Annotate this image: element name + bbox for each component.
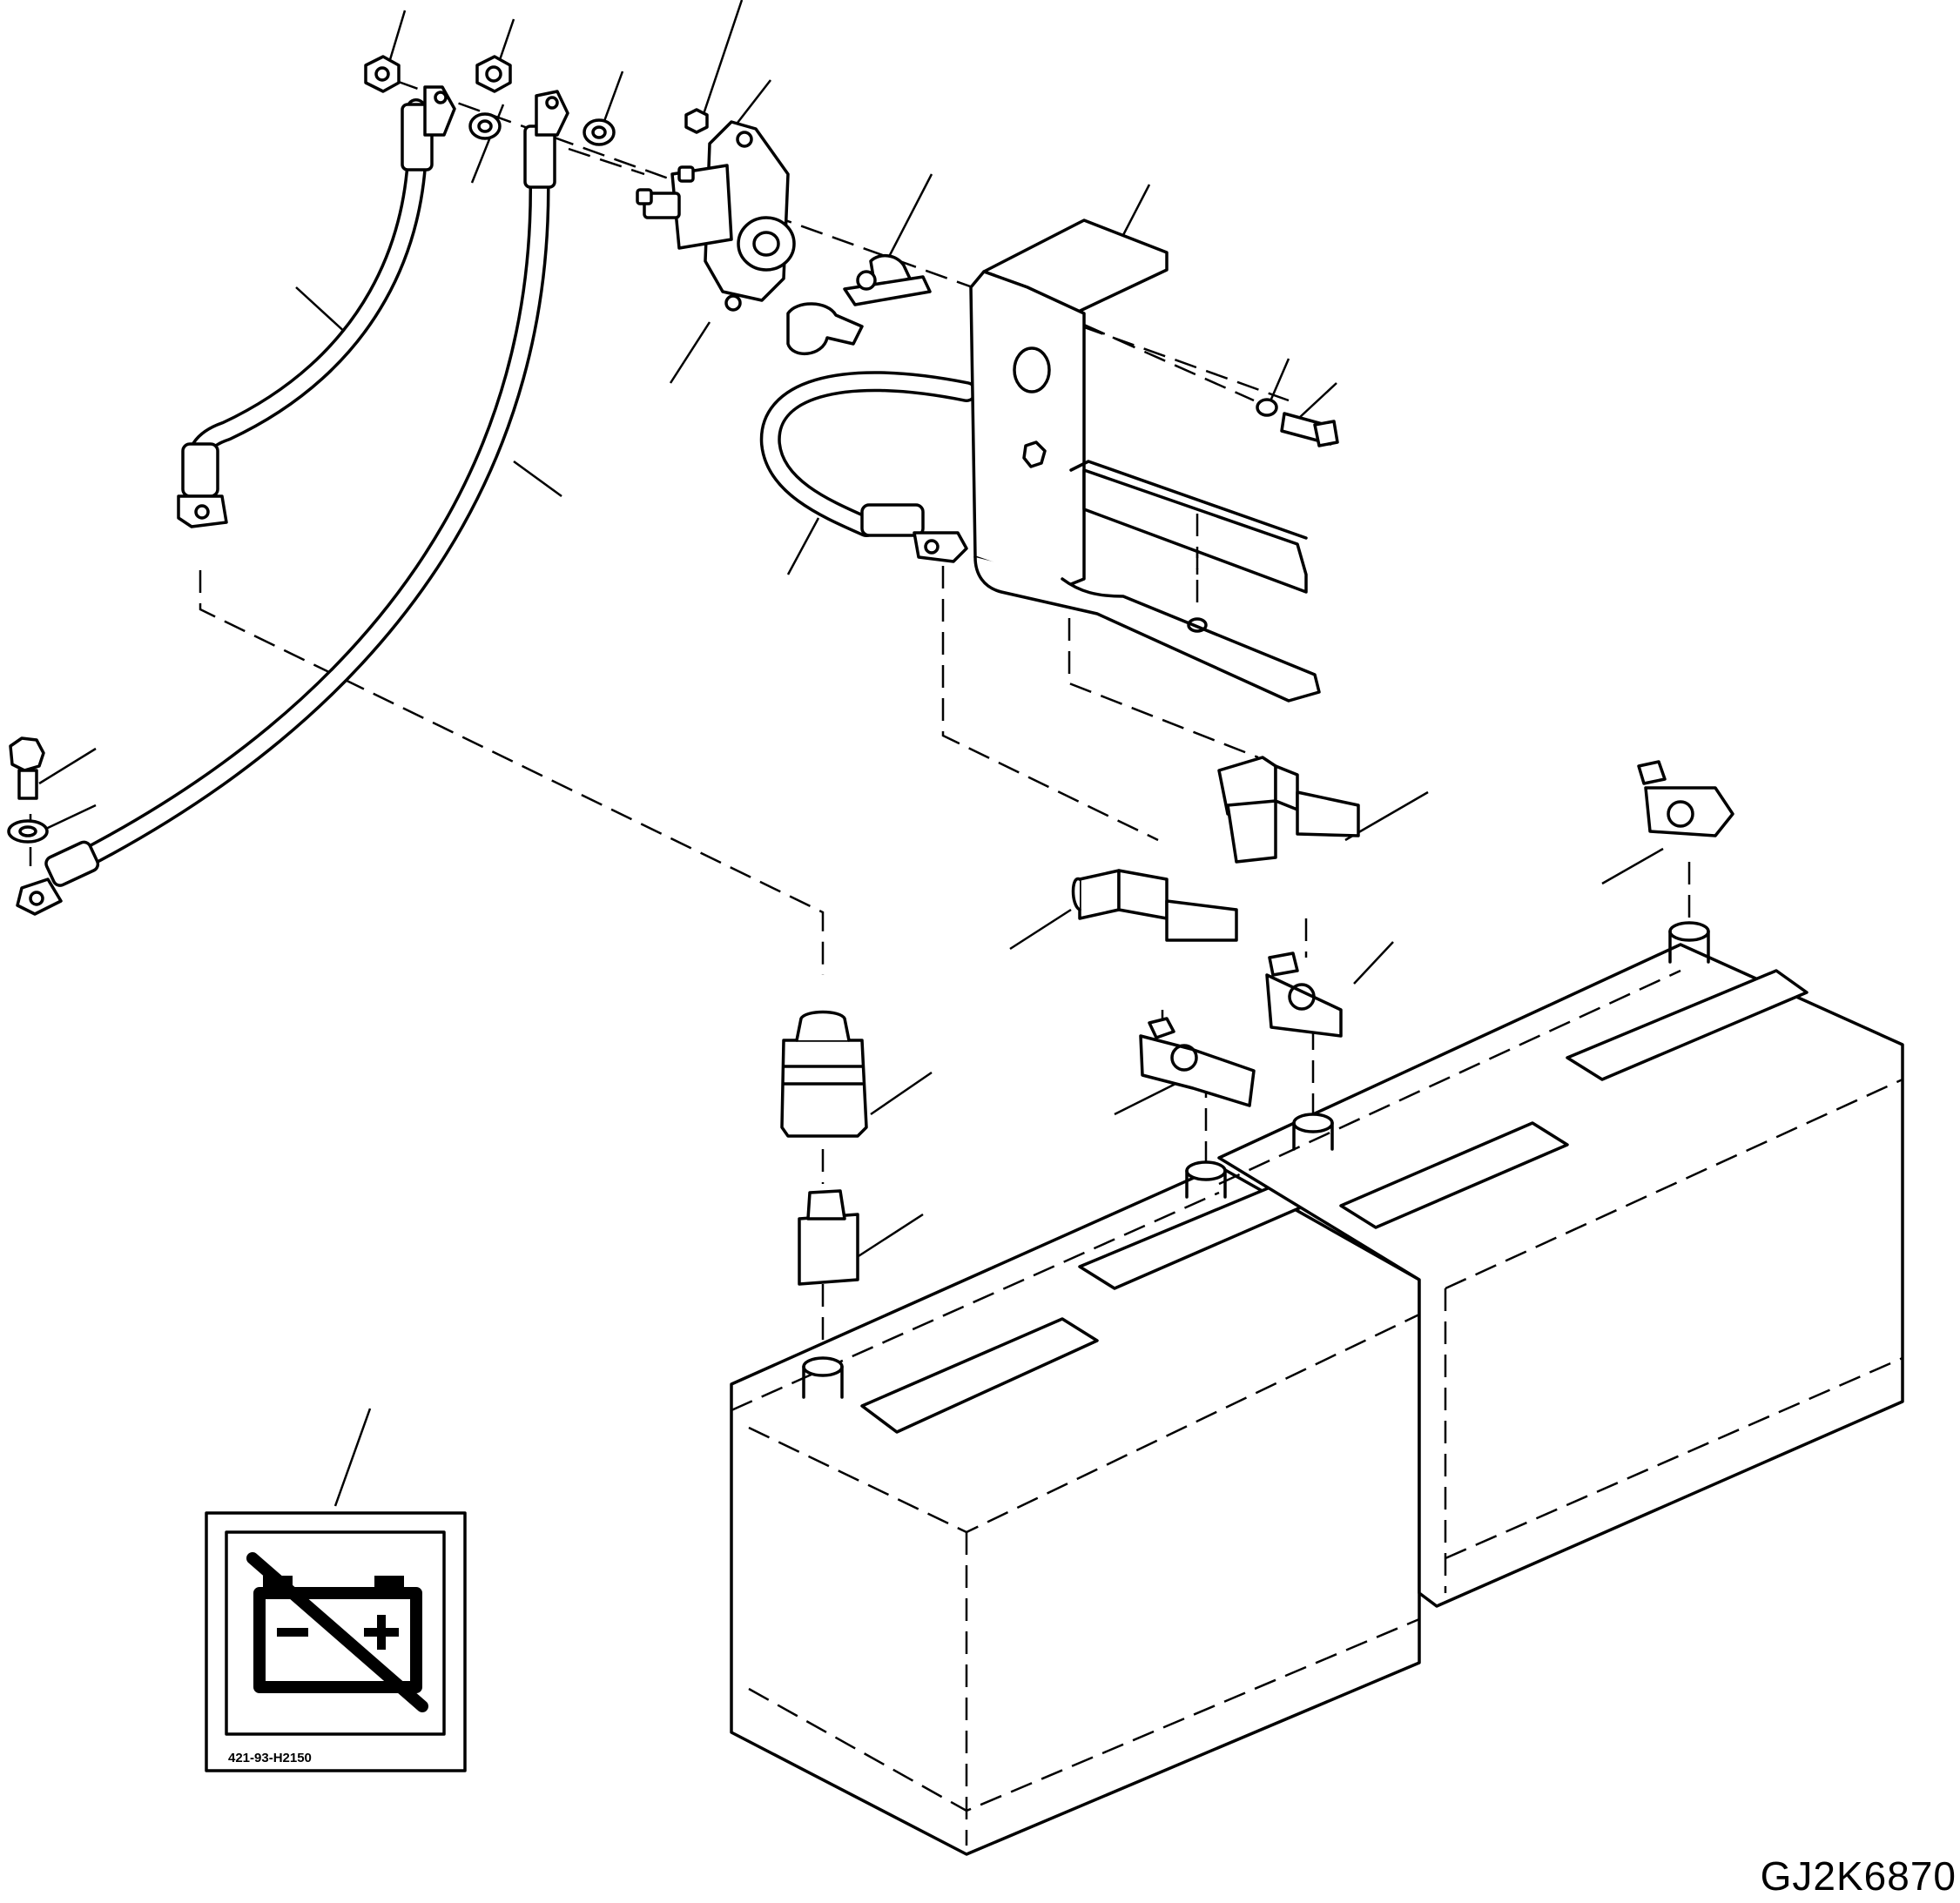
nuts-and-washers xyxy=(364,55,1339,447)
decal-part-code: 421-93-H2150 xyxy=(228,1751,312,1765)
battery-terminal-clamps xyxy=(798,760,1734,1286)
disconnect-switch xyxy=(636,120,864,356)
terminal-covers xyxy=(780,756,1360,1138)
battery-disconnect-decal: 421-93-H2150 xyxy=(205,1511,467,1772)
battery-cables xyxy=(68,98,977,872)
bolt-and-washer xyxy=(7,736,49,844)
key xyxy=(843,254,932,306)
mounting-bracket xyxy=(969,219,1321,703)
battery-crossed-out-icon xyxy=(246,1552,428,1712)
assembly-lines xyxy=(29,79,1691,1358)
battery-rear xyxy=(1217,921,1904,1608)
cable-terminals xyxy=(16,85,968,916)
drawing-number: GJ2K6870 xyxy=(1760,1853,1957,1899)
battery-front xyxy=(730,1160,1421,1856)
